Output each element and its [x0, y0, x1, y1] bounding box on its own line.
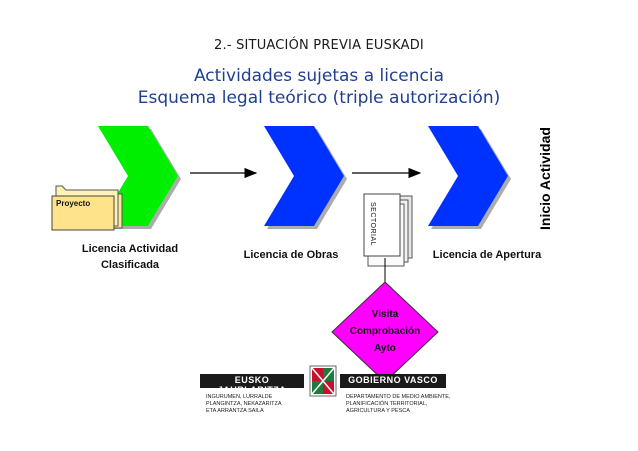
footer-right-dept-1: DEPARTAMENTO DE MEDIO AMBIENTE,: [346, 394, 451, 400]
chevron-step-2: [264, 126, 344, 226]
document-label: SECTORIAL: [369, 202, 376, 247]
footer-right-org: GOBIERNO VASCO: [348, 375, 438, 385]
footer-right-dept: DEPARTAMENTO DE MEDIO AMBIENTE, PLANIFIC…: [346, 394, 452, 415]
visit-line-1: Visita: [371, 309, 399, 320]
diagram-subtitle: Esquema legal teórico (triple autorizaci…: [137, 88, 501, 108]
footer-right-dept-3: AGRICULTURA Y PESCA: [346, 408, 410, 414]
step-1-label-line1: Licencia Actividad: [81, 243, 179, 255]
end-label: Inicio Actividad: [537, 127, 553, 230]
visit-line-3: Ayto: [374, 343, 396, 354]
step-3-label: Licencia de Apertura: [432, 249, 542, 261]
footer-left-dept-2: PLANGINTZA, NEKAZARITZA: [206, 401, 282, 407]
step-1-label-line2: Clasificada: [100, 259, 160, 271]
visit-line-2: Comprobación: [349, 326, 421, 337]
step-1-label: Licencia Actividad Clasificada: [60, 241, 200, 273]
footer-left-dept: INGURUMEN, LURRALDE PLANGINTZA, NEKAZARI…: [206, 394, 306, 415]
footer-left-org: EUSKO JAURLARITZA: [217, 375, 287, 395]
footer-left-dept-3: ETA ARRANTZA SAILA: [206, 408, 264, 414]
footer-right-dept-2: PLANIFICACIÓN TERRITORIAL,: [346, 401, 428, 407]
diagram-title: Actividades sujetas a licencia: [193, 66, 445, 86]
chevron-step-3: [428, 126, 508, 226]
visit-label: Visita Comprobación Ayto: [335, 306, 435, 357]
step-2-label: Licencia de Obras: [243, 249, 339, 261]
folder-icon: [51, 185, 123, 231]
folder-label: Proyecto: [56, 199, 91, 208]
section-title: 2.- SITUACIÓN PREVIA EUSKADI: [214, 38, 424, 53]
document-stack-icon: [363, 193, 413, 267]
footer-left-dept-1: INGURUMEN, LURRALDE: [206, 394, 273, 400]
government-logo: [200, 365, 446, 397]
